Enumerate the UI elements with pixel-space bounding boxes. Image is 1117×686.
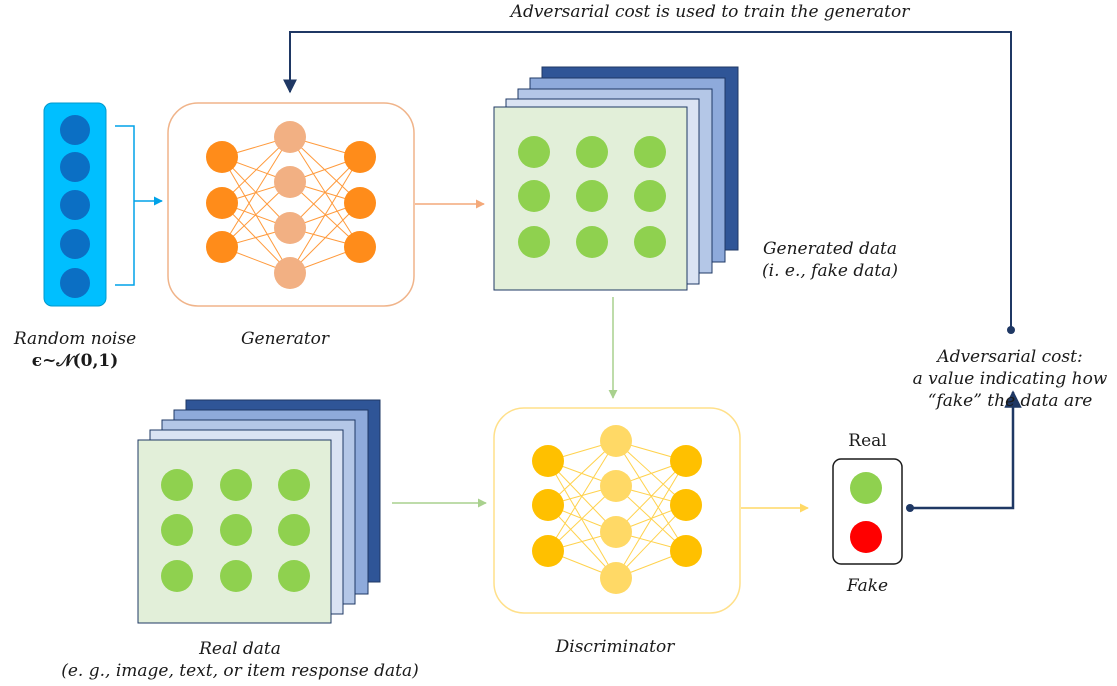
noise-bracket [115,125,162,286]
real-output-label: Real [848,431,887,451]
fake-indicator-light [850,521,882,553]
generator-label: Generator [240,329,330,349]
generator-network [167,102,415,307]
cost-label-line1: Adversarial cost: [937,347,1083,367]
fake-output-label: Fake [846,576,889,596]
output-to-cost-arrow [910,390,1022,510]
output-arrow-start-dot [906,504,914,512]
random-noise-label: Random noise [13,329,137,349]
discriminator-label: Discriminator [555,637,675,657]
real-data-stack [137,399,381,624]
discriminator-network [493,407,741,614]
cost-label-line2: a value indicating how [912,369,1108,389]
real-data-sublabel: (e. g., image, text, or item response da… [61,661,419,681]
feedback-caption: Adversarial cost is used to train the ge… [510,2,910,22]
random-noise-vector [43,102,107,307]
generated-data-stack [493,66,739,291]
noise-formula: ϵ~𝒩(0,1) [31,351,119,371]
feedback-arrow-start-dot [1007,326,1015,334]
cost-label-line3: “fake” the data are [927,391,1093,411]
generated-data-label: Generated data [762,239,898,259]
real-fake-indicator [832,458,903,565]
real-data-label: Real data [199,639,281,659]
real-indicator-light [850,472,882,504]
generated-data-sublabel: (i. e., fake data) [762,261,898,281]
feedback-arrow [283,31,1012,330]
